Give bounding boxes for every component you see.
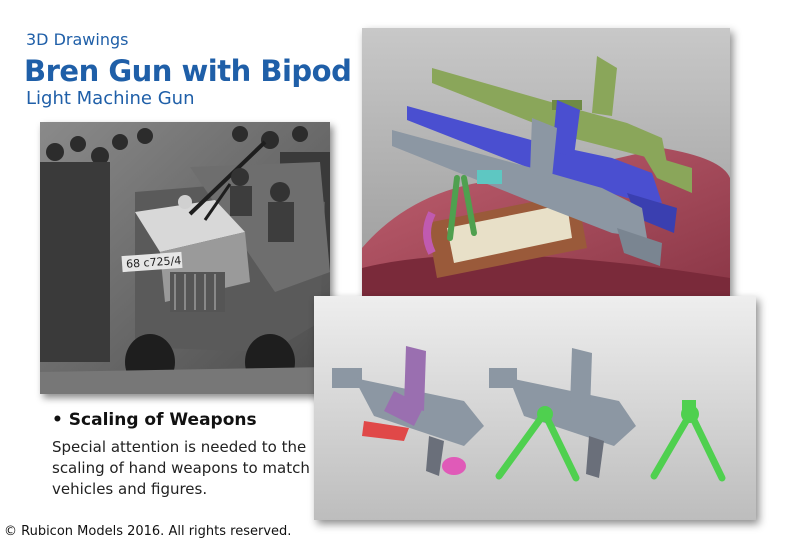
bullet-text: Special attention is needed to the scali… bbox=[52, 438, 310, 498]
section-label: 3D Drawings bbox=[26, 30, 129, 49]
page-subtitle: Light Machine Gun bbox=[26, 88, 195, 109]
bipod-icon bbox=[650, 400, 726, 482]
plate-text: 68 c725/4 bbox=[126, 254, 182, 271]
gun-with-bipod-icon bbox=[489, 348, 636, 482]
historical-photo: 68 c725/4 bbox=[40, 122, 330, 394]
page-title: Bren Gun with Bipod bbox=[24, 54, 352, 88]
gun-grey-icon bbox=[392, 118, 662, 266]
render-guns-on-vehicle bbox=[362, 28, 730, 296]
render-weapon-parts bbox=[314, 296, 756, 520]
gun-exploded-icon bbox=[332, 346, 484, 476]
copyright-notice: © Rubicon Models 2016. All rights reserv… bbox=[4, 524, 292, 539]
bullet-heading: • Scaling of Weapons bbox=[52, 410, 257, 430]
